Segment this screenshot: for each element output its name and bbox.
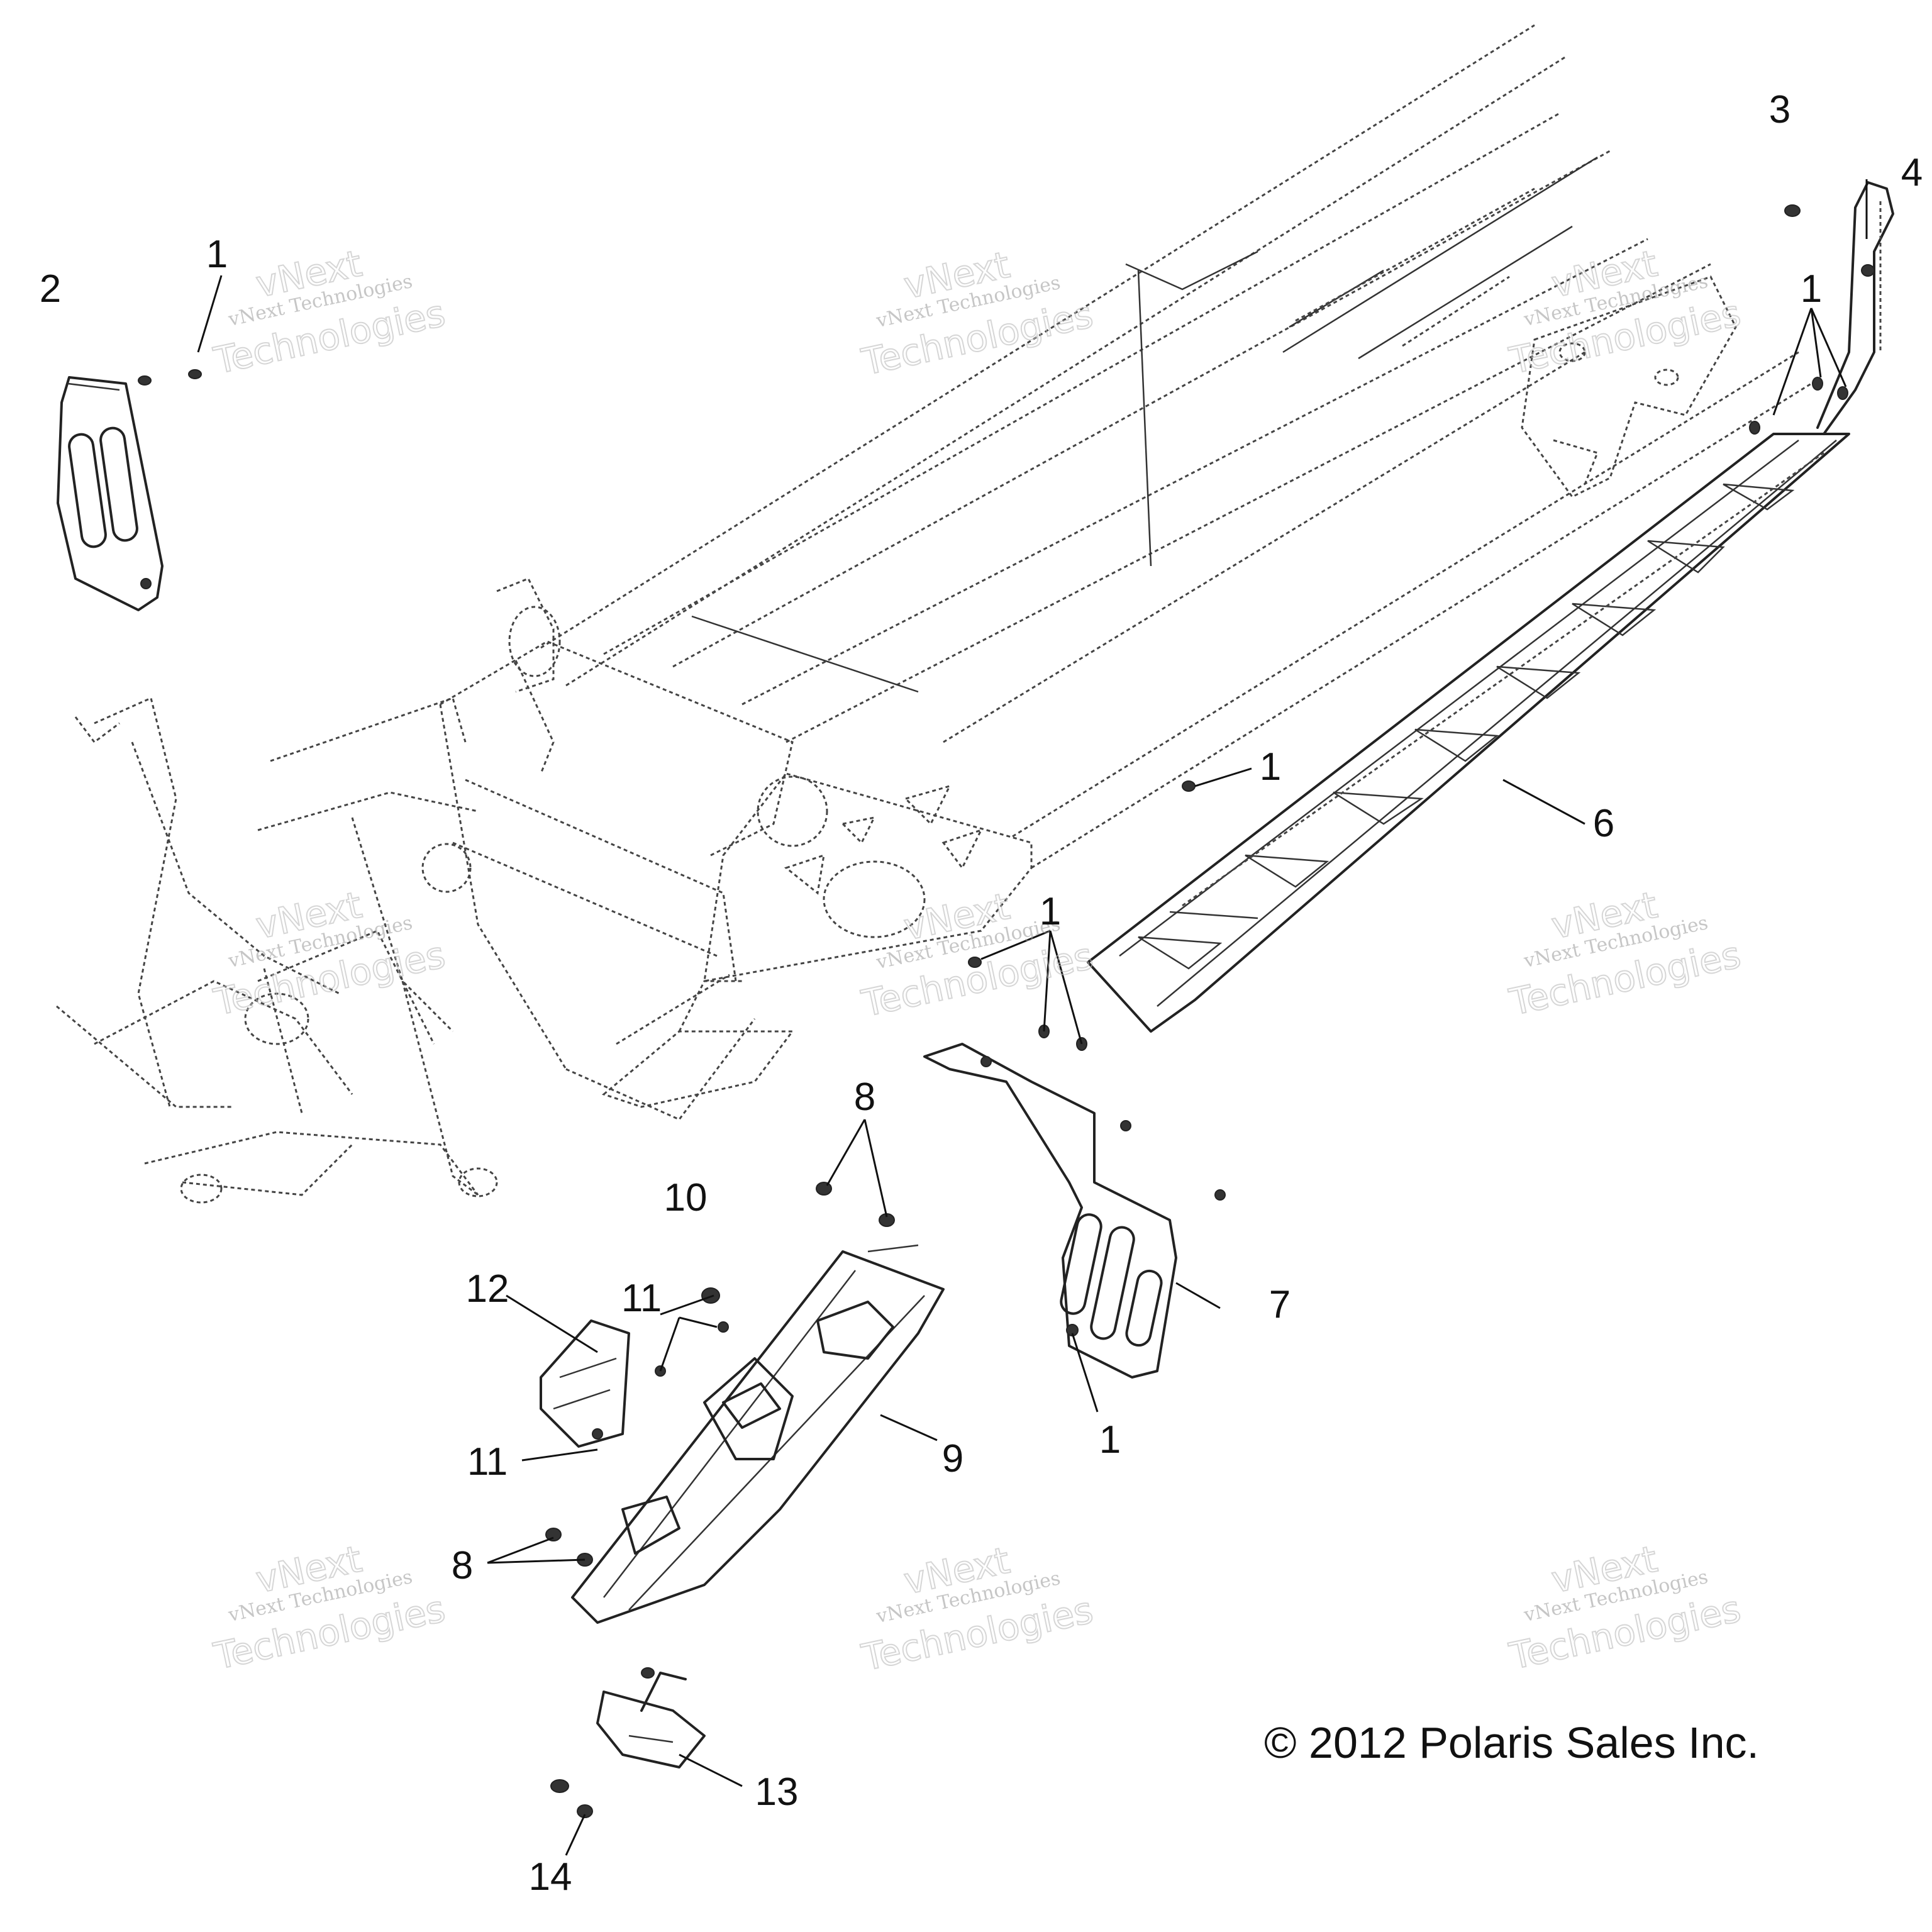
bracket-13 (596, 1672, 706, 1768)
side-panel-2 (57, 376, 164, 611)
callout-1: 1 (1801, 267, 1822, 311)
rear-bracket (1521, 275, 1737, 498)
callout-14: 14 (529, 1855, 572, 1899)
callout-3: 3 (1769, 88, 1790, 131)
callout-7: 7 (1269, 1283, 1291, 1326)
callout-8: 8 (854, 1075, 875, 1119)
watermark-1: vNext vNext Technologies Technologies (209, 242, 450, 383)
callout-11: 11 (621, 1277, 662, 1320)
side-panel-7 (923, 1043, 1177, 1379)
callout-1: 1 (206, 233, 228, 276)
callout-8: 8 (452, 1544, 473, 1587)
callout-6: 6 (1593, 802, 1614, 845)
watermark-6: vNext vNext Technologies Technologies (1505, 883, 1745, 1024)
callout-9: 9 (942, 1437, 963, 1480)
callout-10: 10 (664, 1176, 708, 1219)
leader-lines (197, 179, 1868, 1856)
running-board-6 (1087, 181, 1894, 1033)
watermark-4: vNext vNext Technologies Technologies (209, 883, 450, 1024)
watermark-3: vNext vNext Technologies Technologies (1505, 242, 1745, 383)
chassis-frame (56, 24, 1812, 1204)
callout-12: 12 (466, 1267, 509, 1311)
callout-11: 11 (467, 1440, 508, 1484)
copyright-notice: © 2012 Polaris Sales Inc. (1264, 1718, 1759, 1767)
watermark-2: vNext vNext Technologies Technologies (857, 243, 1097, 384)
callout-13: 13 (755, 1770, 799, 1814)
callout-labels: 1 2 3 4 1 1 6 1 8 10 11 12 7 11 9 1 8 13… (40, 88, 1923, 1899)
watermarks: vNext vNext Technologies Technologies vN… (209, 242, 1745, 1680)
watermark-9: vNext vNext Technologies Technologies (1505, 1537, 1745, 1679)
watermark-7: vNext vNext Technologies Technologies (209, 1537, 450, 1679)
callout-2: 2 (40, 267, 61, 311)
callout-4: 4 (1901, 151, 1923, 194)
watermark-8: vNext vNext Technologies Technologies (857, 1538, 1097, 1680)
callout-1: 1 (1260, 745, 1281, 789)
fasteners (138, 204, 1875, 1818)
foot-bracket-12 (540, 1319, 794, 1460)
callout-1: 1 (1040, 890, 1061, 933)
callout-1: 1 (1099, 1418, 1121, 1462)
